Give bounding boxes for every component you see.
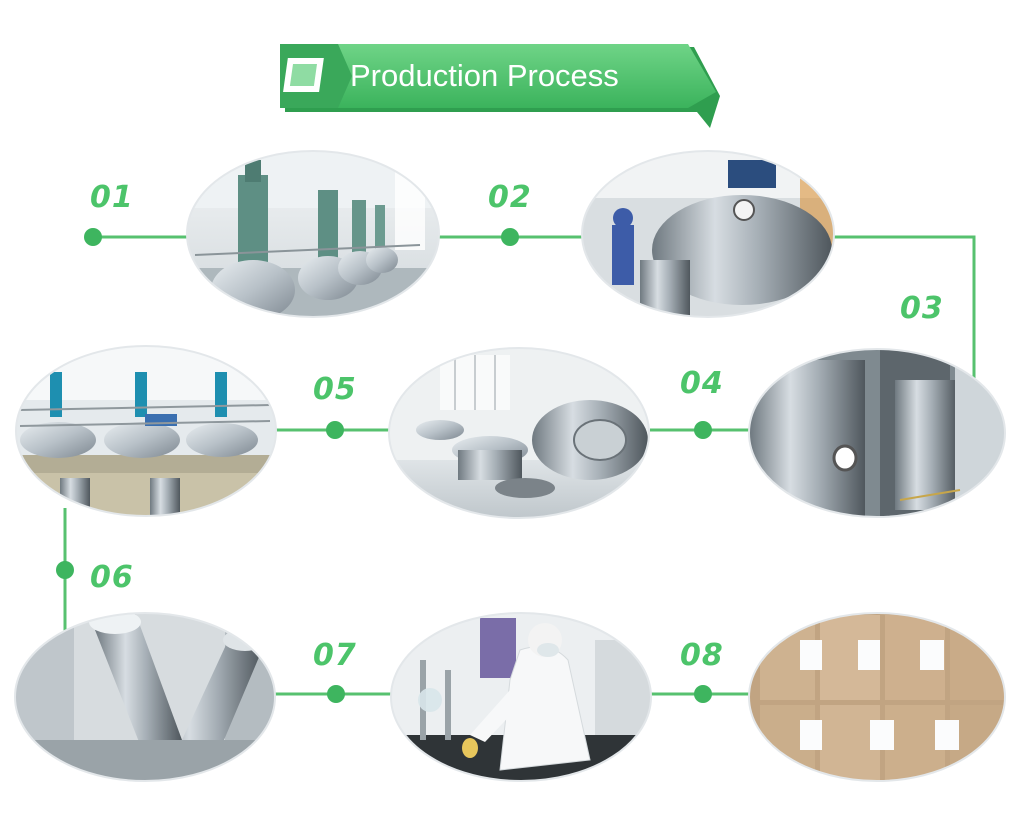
step-number-06: 06 <box>90 560 134 595</box>
step-number-04: 04 <box>680 366 724 401</box>
lab-inspection-photo <box>390 612 652 782</box>
step-number-08: 08 <box>680 638 724 673</box>
reactor-hall-photo <box>186 150 440 318</box>
step-number-02: 02 <box>488 180 532 215</box>
spray-dryer-photo <box>748 348 1006 518</box>
extraction-tank-photo <box>581 150 835 318</box>
concentration-tanks-photo <box>15 345 277 517</box>
vibrating-sieve-photo <box>388 347 650 519</box>
v-mixer-photo <box>14 612 276 782</box>
step-number-03: 03 <box>900 291 944 326</box>
dot-02 <box>501 228 519 246</box>
header-banner <box>280 44 720 128</box>
packaging-drums-photo <box>748 612 1006 782</box>
dot-08 <box>694 685 712 703</box>
step-number-07: 07 <box>313 638 357 673</box>
connector-dots <box>56 228 712 703</box>
dot-01 <box>84 228 102 246</box>
dot-05 <box>326 421 344 439</box>
dot-07 <box>327 685 345 703</box>
step-number-01: 01 <box>90 180 134 215</box>
page-title: Production Process <box>350 58 619 93</box>
dot-06 <box>56 561 74 579</box>
dot-04 <box>694 421 712 439</box>
step-number-05: 05 <box>313 372 357 407</box>
